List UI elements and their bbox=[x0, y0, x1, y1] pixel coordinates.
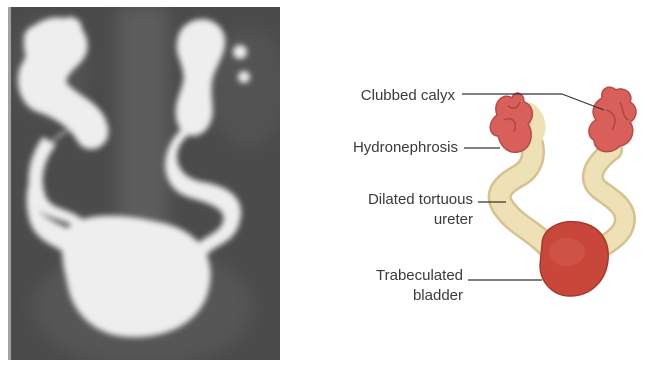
urinary-tract-illustration bbox=[292, 40, 642, 320]
right-kidney-shape bbox=[589, 87, 636, 151]
label-clubbed-calyx: Clubbed calyx bbox=[361, 86, 455, 106]
label-ureter-line1: Dilated tortuous bbox=[368, 190, 473, 210]
label-hydronephrosis: Hydronephrosis bbox=[353, 138, 458, 158]
xray-urogram-image bbox=[8, 7, 280, 360]
label-bladder-line1: Trabeculated bbox=[376, 266, 463, 286]
label-ureter-line2: ureter bbox=[368, 210, 473, 230]
left-kidney-shape bbox=[490, 93, 532, 152]
label-bladder-line2: bladder bbox=[376, 286, 463, 306]
label-trabeculated-bladder: Trabeculated bladder bbox=[376, 266, 463, 306]
label-dilated-tortuous-ureter: Dilated tortuous ureter bbox=[368, 190, 473, 230]
